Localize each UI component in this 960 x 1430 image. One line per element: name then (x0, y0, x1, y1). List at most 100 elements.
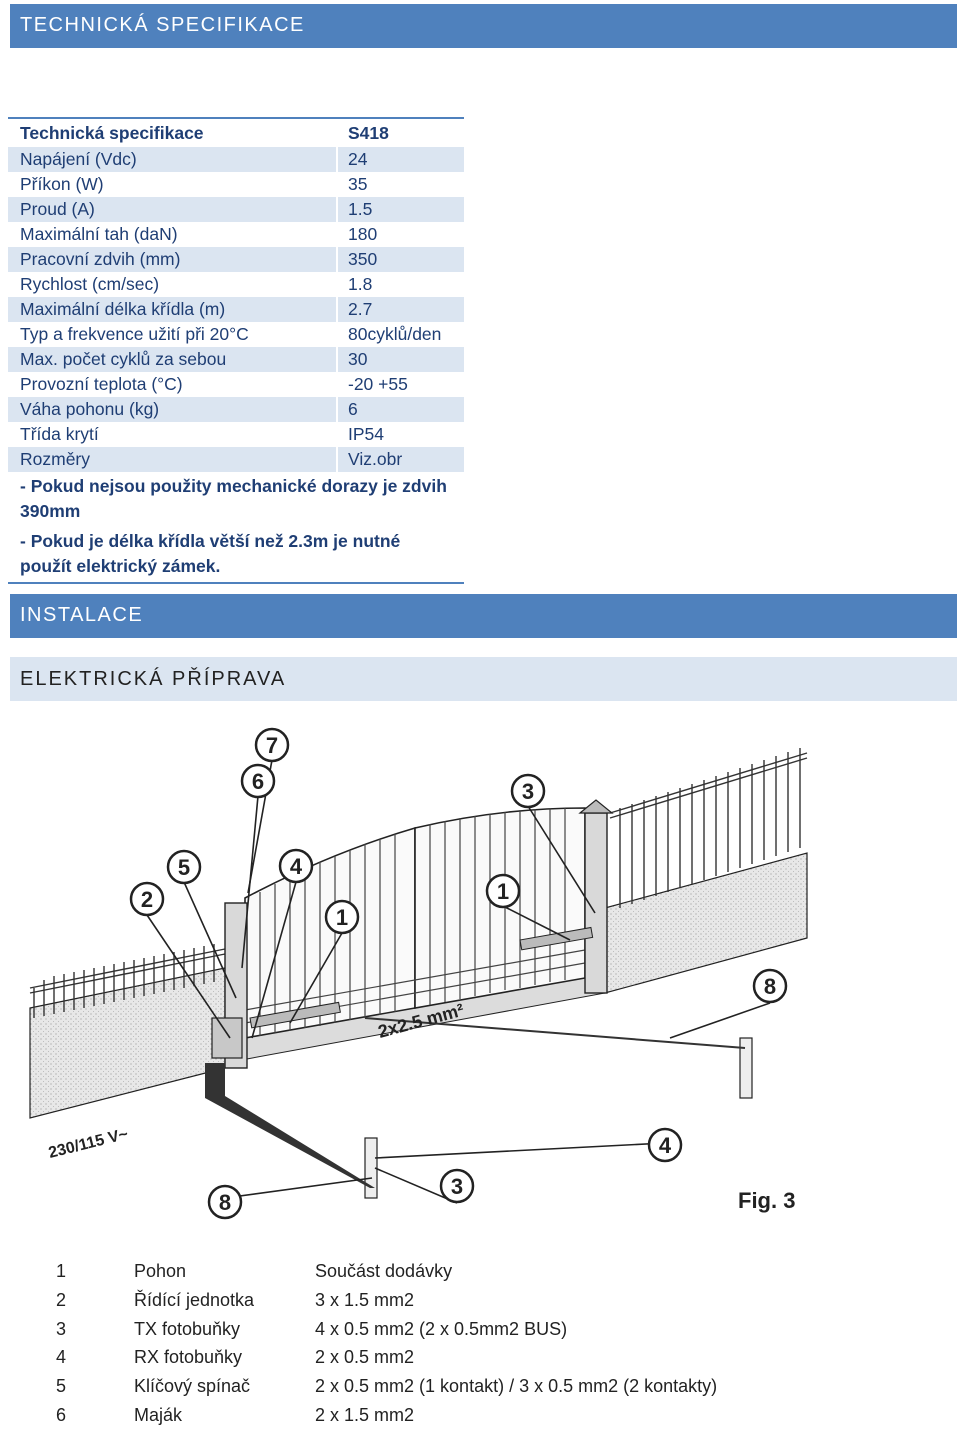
spec-value: 180 (348, 224, 378, 244)
spec-value: Viz.obr (348, 449, 403, 469)
spec-value: 24 (348, 149, 368, 169)
legend-number: 3 (56, 1318, 67, 1339)
spec-value: 80cyklů/den (348, 324, 442, 344)
legend-value: 2 x 1.5 mm2 (315, 1404, 415, 1425)
marker-label: 5 (178, 855, 190, 880)
legend-row: 2 Řídící jednotka 3 x 1.5 mm2 (50, 1286, 775, 1315)
cable-trench (205, 1063, 375, 1188)
legend-value: 3 x 1.5 mm2 (315, 1289, 415, 1310)
spec-table: Technická specifikace S418 Napájení (Vdc… (8, 117, 464, 584)
marker-label: 8 (219, 1190, 231, 1215)
spec-label: Příkon (W) (20, 174, 104, 194)
spec-row: Pracovní zdvih (mm) 350 (8, 247, 464, 272)
spec-row: Třída krytí IP54 (8, 422, 464, 447)
spec-row: Příkon (W) 35 (8, 172, 464, 197)
left-wall (29, 967, 226, 1119)
spec-value: 1.5 (348, 199, 373, 219)
spec-row: Typ a frekvence užití při 20°C 80cyklů/de… (8, 322, 464, 347)
callout-markers: 7 6 5 4 2 1 3 1 8 4 3 8 (129, 727, 788, 1220)
spec-row: Rychlost (cm/sec) 1.8 (8, 272, 464, 297)
spec-value: 1.8 (348, 274, 373, 294)
spec-value: 350 (348, 249, 378, 269)
spec-label: Maximální tah (daN) (20, 224, 178, 244)
marker-label: 2 (141, 887, 153, 912)
legend-number: 1 (56, 1261, 67, 1281)
spec-note: - Pokud je délka křídla větší než 2.3m j… (20, 531, 401, 576)
legend-value: Součást dodávky (315, 1261, 453, 1281)
spec-table-header: Technická specifikace S418 (8, 119, 464, 147)
legend-value: 4 x 0.5 mm2 (2 x 0.5mm2 BUS) (315, 1318, 568, 1339)
power-label: 230/115 V~ (47, 1126, 130, 1162)
spec-label: Max. počet cyklů za sebou (8, 347, 338, 372)
spec-row: Váha pohonu (kg) 6 (8, 397, 464, 422)
installation-figure: 2x2.5 mm² 230/115 V~ Fig. 3 7 6 5 (20, 718, 820, 1228)
spec-value: 6 (348, 399, 358, 419)
spec-label: Provozní teplota (°C) (20, 374, 183, 394)
marker-label: 4 (659, 1133, 672, 1158)
subsection-header-electrical: ELEKTRICKÁ PŘÍPRAVA (10, 657, 957, 701)
figure-caption: Fig. 3 (738, 1188, 795, 1213)
spec-header-label: Technická specifikace (20, 123, 204, 143)
spec-row: Provozní teplota (°C) -20 +55 (8, 372, 464, 397)
legend-name: Pohon (134, 1261, 187, 1281)
spec-header-model: S418 (348, 123, 389, 143)
spec-row: Proud (A) 1.5 (8, 197, 464, 222)
legend-number: 4 (56, 1347, 67, 1368)
legend-value: 2 x 0.5 mm2 (1 kontakt) / 3 x 0.5 mm2 (2… (315, 1376, 718, 1397)
section-header-installation: INSTALACE (10, 594, 957, 638)
legend-name: Klíčový spínač (134, 1376, 251, 1397)
leader-lines (146, 759, 771, 1204)
marker-label: 6 (252, 769, 264, 794)
spec-value: 2.7 (348, 299, 373, 319)
spec-value: -20 +55 (348, 374, 408, 394)
legend-number: 2 (56, 1289, 67, 1310)
spec-label: Váha pohonu (kg) (8, 397, 338, 422)
spec-label: Pracovní zdvih (mm) (8, 247, 338, 272)
legend-row: 4 RX fotobuňky 2 x 0.5 mm2 (50, 1343, 775, 1372)
legend-name: Řídící jednotka (134, 1289, 255, 1310)
spec-label: Typ a frekvence užití při 20°C (20, 324, 249, 344)
legend-row: 6 Maják 2 x 1.5 mm2 (50, 1401, 775, 1430)
legend-row: 5 Klíčový spínač 2 x 0.5 mm2 (1 kontakt) /… (50, 1372, 775, 1401)
spec-value: 30 (348, 349, 368, 369)
marker-label: 8 (764, 974, 776, 999)
marker-label: 1 (336, 905, 348, 930)
legend-name: RX fotobuňky (134, 1347, 243, 1368)
legend-value: 2 x 0.5 mm2 (315, 1347, 415, 1368)
left-fence (29, 944, 226, 1018)
right-operator (519, 926, 594, 951)
photocell-post-right (739, 1037, 753, 1099)
spec-label: Napájení (Vdc) (8, 147, 338, 172)
spec-label: Maximální délka křídla (m) (8, 297, 338, 322)
right-pillar-cap (578, 799, 614, 814)
spec-row: Rozměry Viz.obr (8, 447, 464, 472)
spec-row: Maximální tah (daN) 180 (8, 222, 464, 247)
spec-row: Max. počet cyklů za sebou 30 (8, 347, 464, 372)
legend-row: 1 Pohon Součást dodávky (50, 1257, 775, 1286)
legend-table: 1 Pohon Součást dodávky 2 Řídící jednotka 3 … (50, 1257, 775, 1430)
spec-label: Rozměry (8, 447, 338, 472)
right-fence (609, 748, 808, 908)
spec-row: Maximální délka křídla (m) 2.7 (8, 297, 464, 322)
gate-diagram: 2x2.5 mm² 230/115 V~ Fig. 3 7 6 5 (29, 727, 808, 1220)
control-unit (211, 1017, 243, 1059)
marker-label: 3 (451, 1174, 463, 1199)
legend-number: 5 (56, 1376, 67, 1397)
spec-label: Rychlost (cm/sec) (20, 274, 160, 294)
section-header-spec: TECHNICKÁ SPECIFIKACE (10, 4, 957, 48)
spec-note: - Pokud nejsou použity mechanické dorazy… (20, 476, 447, 521)
spec-value: IP54 (348, 424, 384, 444)
cable-run (364, 1017, 746, 1049)
marker-label: 1 (497, 879, 509, 904)
legend-name: Maják (134, 1404, 183, 1425)
spec-label: Třída krytí (20, 424, 99, 444)
spec-label: Proud (A) (8, 197, 338, 222)
spec-row: Napájení (Vdc) 24 (8, 147, 464, 172)
legend-number: 6 (56, 1404, 67, 1425)
marker-label: 4 (290, 854, 303, 879)
gate-bars (244, 808, 586, 1036)
spec-value: 35 (348, 174, 368, 194)
marker-label: 3 (522, 779, 534, 804)
marker-label: 7 (266, 733, 278, 758)
